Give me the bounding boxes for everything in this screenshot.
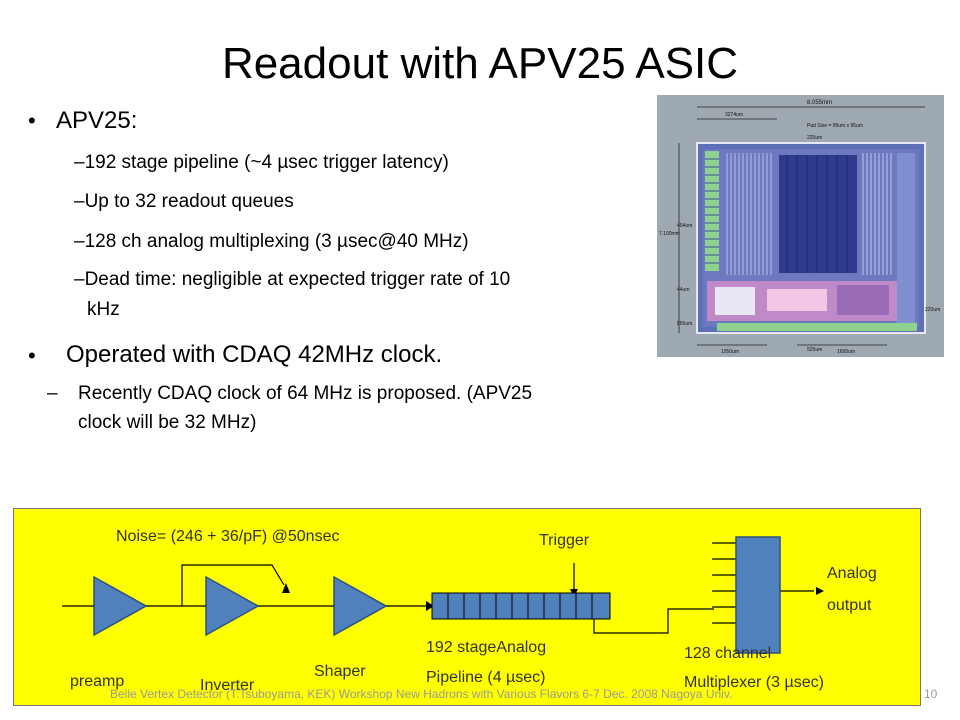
inverter-triangle xyxy=(205,575,260,637)
chip-layout-graphic: 8.055mm 3274um Pad Size = 95um x 95um 7.… xyxy=(657,95,944,357)
diagram-graphic xyxy=(62,536,824,654)
analog-output-label-2: output xyxy=(827,597,872,614)
bullet-dot: • xyxy=(28,343,36,368)
recent-line-1: Recently CDAQ clock of 64 MHz is propose… xyxy=(78,383,533,404)
readout-block-diagram: Noise= (246 + 36/pF) @50nsec Trigger Ana… xyxy=(13,508,921,706)
chip-dim-1950: 1950um xyxy=(721,349,739,355)
recent-line-2: clock will be 32 MHz) xyxy=(78,412,257,433)
apv-heading: APV25: xyxy=(56,107,138,134)
mux-label-1: 128 channel xyxy=(684,645,772,662)
chip-dim-225: 225um xyxy=(807,135,822,141)
chip-dim-1695: 1695um xyxy=(837,349,855,355)
apv-item: –Dead time: negligible at expected trigg… xyxy=(74,269,511,290)
bullet-dot: • xyxy=(28,108,36,133)
mux-label-2: Multiplexer (3 µsec) xyxy=(684,674,824,691)
chip-dim-404: 404um xyxy=(677,223,692,229)
trigger-label: Trigger xyxy=(539,532,590,549)
chip-dim-width: 8.055mm xyxy=(807,100,832,106)
apv-item: –Up to 32 readout queues xyxy=(74,191,294,212)
chip-dim-525: 525um xyxy=(807,347,822,353)
page-number: 10 xyxy=(924,687,938,701)
operated-line: Operated with CDAQ 42MHz clock. xyxy=(66,341,443,368)
recent-dash: – xyxy=(47,383,58,404)
preamp-triangle xyxy=(93,575,148,637)
chip-dim-220: 220um xyxy=(925,307,940,313)
preamp-label: preamp xyxy=(70,673,125,690)
analog-output-label-1: Analog xyxy=(827,565,877,582)
apv25-chip-image: 8.055mm 3274um Pad Size = 95um x 95um 7.… xyxy=(657,95,944,357)
pipeline-label-2: Pipeline (4 µsec) xyxy=(426,669,546,686)
shaper-triangle xyxy=(333,575,388,637)
multiplexer-block xyxy=(735,536,781,654)
chip-dim-865: 865um xyxy=(677,321,692,327)
apv-item: –128 ch analog multiplexing (3 µsec@40 M… xyxy=(74,231,469,252)
inverter-label: Inverter xyxy=(200,677,255,694)
slide-title: Readout with APV25 ASIC xyxy=(221,39,739,88)
chip-pad-top: Pad Size = 95um x 95um xyxy=(807,123,863,129)
chip-dim-height: 7.100mm xyxy=(659,231,680,237)
apv-item-cont: kHz xyxy=(87,299,120,320)
chip-dim-left: 3274um xyxy=(725,112,743,118)
apv-item: –192 stage pipeline (~4 µsec trigger lat… xyxy=(74,152,449,173)
pipeline-label-1: 192 stageAnalog xyxy=(426,639,547,656)
shaper-label: Shaper xyxy=(314,663,366,680)
slide-footer: Belle Vertex Detector (T.Tsuboyama, KEK)… xyxy=(110,687,733,701)
chip-dim-44: 44um xyxy=(677,287,690,293)
noise-label: Noise= (246 + 36/pF) @50nsec xyxy=(116,528,340,545)
